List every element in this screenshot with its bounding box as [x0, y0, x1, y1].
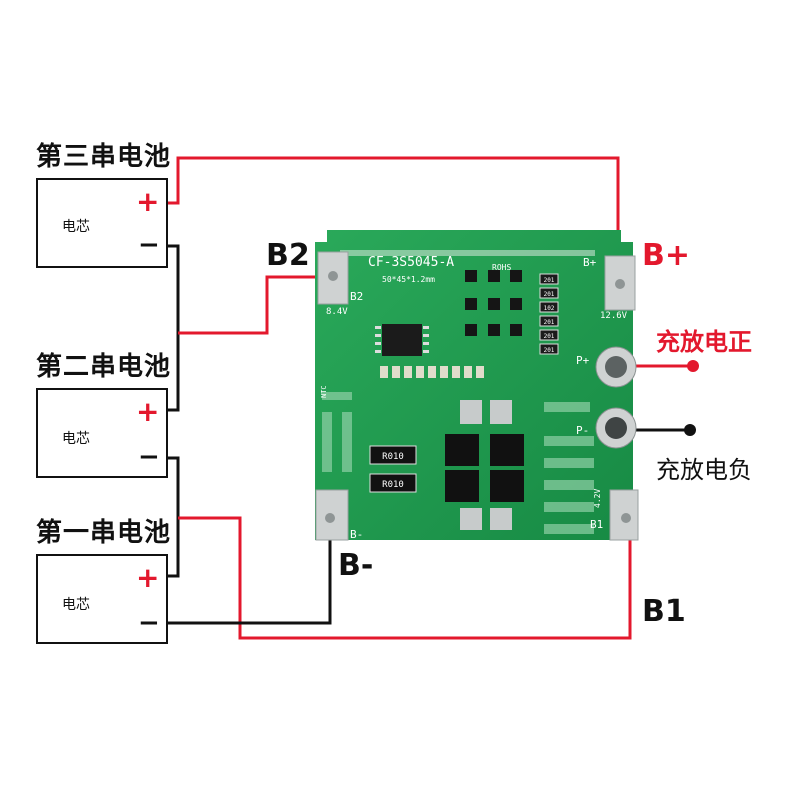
smd-label-5: 201 — [544, 333, 555, 340]
smd-label-1: 201 — [544, 277, 555, 284]
label-b-plus: B+ — [642, 238, 691, 273]
res-label-1: R010 — [382, 452, 404, 462]
wire-b-minus — [168, 518, 332, 625]
cell3-title: 第三串电池 — [36, 142, 172, 172]
board-rohs: ROHS — [492, 263, 511, 272]
pad-label-b1: B1 — [590, 518, 603, 531]
cell2-box: 电芯 + − — [36, 388, 168, 478]
cell2-minus: − — [138, 442, 160, 472]
cell3-box: 电芯 + − — [36, 178, 168, 268]
label-b1: B1 — [642, 594, 686, 629]
label-b2: B2 — [266, 238, 310, 273]
mosfet-1 — [445, 434, 479, 466]
res-label-2: R010 — [382, 480, 404, 490]
wire-b1 — [178, 516, 632, 640]
mosfet-3 — [445, 470, 479, 502]
smd-label-4: 201 — [544, 319, 555, 326]
cell1-title: 第一串电池 — [36, 518, 172, 548]
cell1-label: 电芯 — [62, 597, 90, 613]
cell3-label: 电芯 — [62, 219, 90, 235]
label-charge-positive: 充放电正 — [656, 328, 752, 356]
pad-label-p-minus: P- — [576, 424, 589, 437]
mosfet-2 — [490, 434, 524, 466]
wire-b2 — [178, 275, 330, 335]
cell1-plus: + — [136, 561, 160, 594]
wire-b-plus — [168, 156, 620, 285]
label-b-minus: B- — [338, 548, 374, 583]
pad-label-b2: B2 — [350, 290, 363, 303]
pad-label-b-plus: B+ — [583, 256, 597, 269]
ntc-label: NTC — [320, 385, 328, 398]
volt-label-b-plus: 12.6V — [600, 311, 628, 321]
cell2-title: 第二串电池 — [36, 352, 172, 382]
p-minus-dot — [684, 424, 696, 436]
board-model: CF-3S5045-A — [368, 255, 454, 270]
wire-cell3-minus — [168, 244, 180, 412]
smd-label-6: 201 — [544, 347, 555, 354]
protection-ic — [382, 324, 422, 356]
cell1-box: 电芯 + − — [36, 554, 168, 644]
pad-label-b-minus: B- — [350, 528, 363, 541]
label-charge-negative: 充放电负 — [656, 456, 752, 484]
cell2-label: 电芯 — [62, 431, 90, 447]
smd-label-3: 102 — [544, 305, 555, 312]
sense-resistor-1 — [369, 445, 417, 465]
cell3-minus: − — [138, 230, 160, 260]
mosfet-4 — [490, 470, 524, 502]
board-size: 50*45*1.2mm — [382, 275, 435, 284]
cell3-plus: + — [136, 185, 160, 218]
sense-resistor-2 — [369, 473, 417, 493]
cell2-plus: + — [136, 395, 160, 428]
volt-label-b1: 4.2V — [593, 489, 602, 508]
smd-label-2: 201 — [544, 291, 555, 298]
p-plus-dot — [687, 360, 699, 372]
cell1-minus: − — [138, 608, 160, 638]
volt-label-b2: 8.4V — [326, 307, 348, 317]
bms-board: 201 201 102 201 201 201 R010 R010 CF-3S5… — [315, 230, 639, 541]
pad-label-p-plus: P+ — [576, 354, 590, 367]
